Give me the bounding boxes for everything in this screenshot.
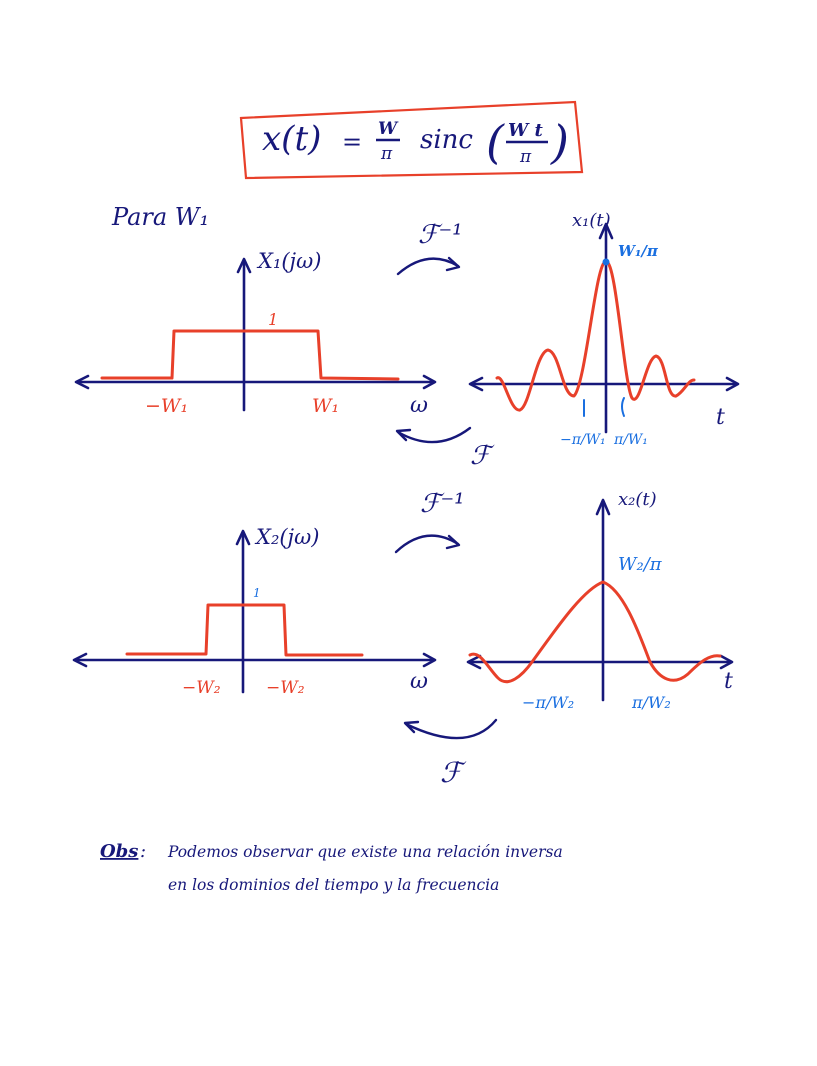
formula-coef-den: π (380, 144, 393, 164)
formula-open-paren: ( (486, 115, 505, 169)
time1-peak-label: W₁/π (618, 242, 659, 260)
freq2-y-arrow (235, 529, 251, 546)
case-label: Para W₁ (111, 203, 209, 231)
inverse-op-2: ℱ⁻¹ (420, 489, 465, 519)
time1-neg-zero-label: −π/W₁ (560, 432, 606, 448)
time2-title: x₂(t) (618, 489, 657, 510)
time1-pos-zero-label: π/W₁ (613, 432, 648, 448)
freq2-rect-signal (125, 603, 364, 657)
time2-axis-label: t (724, 669, 733, 694)
time2-y-arrow (595, 498, 611, 516)
inverse-op-1: ℱ⁻¹ (418, 220, 463, 250)
conclusion-note: Obs : Podemos observar que existe una re… (100, 841, 563, 894)
time1-sinc-signal (495, 260, 696, 412)
freq2-neg-label: −W₂ (182, 678, 221, 698)
transform-arrows-2: ℱ⁻¹ ℱ (394, 489, 498, 789)
freq-plot-2: X₂(jω) 1 −W₂ −W₂ ω (72, 525, 437, 698)
time1-x-arrow-right (725, 376, 740, 392)
freq2-pos-label: −W₂ (266, 678, 305, 698)
forward-arrow-1 (396, 426, 472, 444)
freq1-x-arrow-left (74, 374, 90, 390)
inverse-arrow-1 (396, 257, 460, 276)
time1-x-arrow-left (468, 376, 484, 392)
time1-peak-marker (602, 258, 610, 266)
time2-sinc-signal (468, 580, 722, 684)
conclusion-colon: : (140, 841, 146, 862)
freq1-neg-label: −W₁ (145, 395, 188, 417)
time1-pos-zero-tick (621, 397, 625, 417)
forward-arrow-2-head (403, 720, 420, 734)
freq1-x-arrow-right (422, 374, 437, 390)
time2-pos-zero-label: π/W₂ (631, 693, 671, 712)
conclusion-prefix: Obs (100, 841, 138, 862)
time2-peak-label: W₂/π (618, 554, 663, 575)
time1-y-arrow (598, 222, 614, 240)
forward-arrow-2 (404, 718, 498, 740)
freq1-rect-signal (100, 329, 400, 381)
freq1-title: X₁(jω) (256, 249, 321, 273)
conclusion-line-1: Podemos observar que existe una relación… (167, 843, 563, 861)
formula-equals: = (342, 128, 362, 156)
transform-arrows-1: ℱ⁻¹ ℱ (395, 220, 495, 471)
time-plot-2: x₂(t) W₂/π −π/W₂ π/W₂ t (466, 489, 734, 712)
time1-title: x₁(t) (572, 210, 611, 231)
freq2-title: X₂(jω) (254, 525, 319, 549)
time2-neg-zero-label: −π/W₂ (522, 693, 574, 712)
inverse-arrow-2 (394, 534, 460, 554)
time1-axis-label: t (716, 405, 725, 430)
formula-arg-den: π (519, 147, 532, 167)
time2-x-arrow-right (719, 654, 734, 670)
freq-plot-1: X₁(jω) 1 −W₁ W₁ ω (74, 249, 437, 418)
forward-arrow-1-head (395, 428, 412, 442)
freq1-y-arrow (236, 257, 252, 274)
freq1-height-label: 1 (268, 310, 278, 329)
formula-box: x(t) = W π sinc ( W t π ) (239, 100, 584, 180)
conclusion-line-2: en los dominios del tiempo y la frecuenc… (168, 876, 499, 894)
freq2-height-label: 1 (253, 586, 261, 600)
inverse-arrow-2-head (445, 534, 461, 550)
formula-close-paren: ) (550, 115, 569, 169)
formula-coef-num: W (378, 119, 399, 139)
freq2-x-arrow-left (72, 652, 88, 668)
freq2-axis-label: ω (410, 669, 428, 694)
time-plot-1: x₁(t) W₁/π −π/W₁ π/W₁ t (468, 210, 740, 448)
freq1-axis-label: ω (410, 393, 428, 418)
forward-op-2: ℱ (440, 756, 467, 789)
formula-arg-num: W t (508, 120, 543, 141)
formula-lhs: x(t) (262, 119, 321, 159)
forward-op-1: ℱ (470, 441, 495, 471)
formula-func: sinc (420, 125, 473, 155)
freq1-pos-label: W₁ (312, 395, 339, 417)
freq2-x-arrow-right (422, 652, 437, 668)
inverse-arrow-1-head (445, 256, 461, 272)
time2-x-arrow-left (466, 654, 482, 670)
